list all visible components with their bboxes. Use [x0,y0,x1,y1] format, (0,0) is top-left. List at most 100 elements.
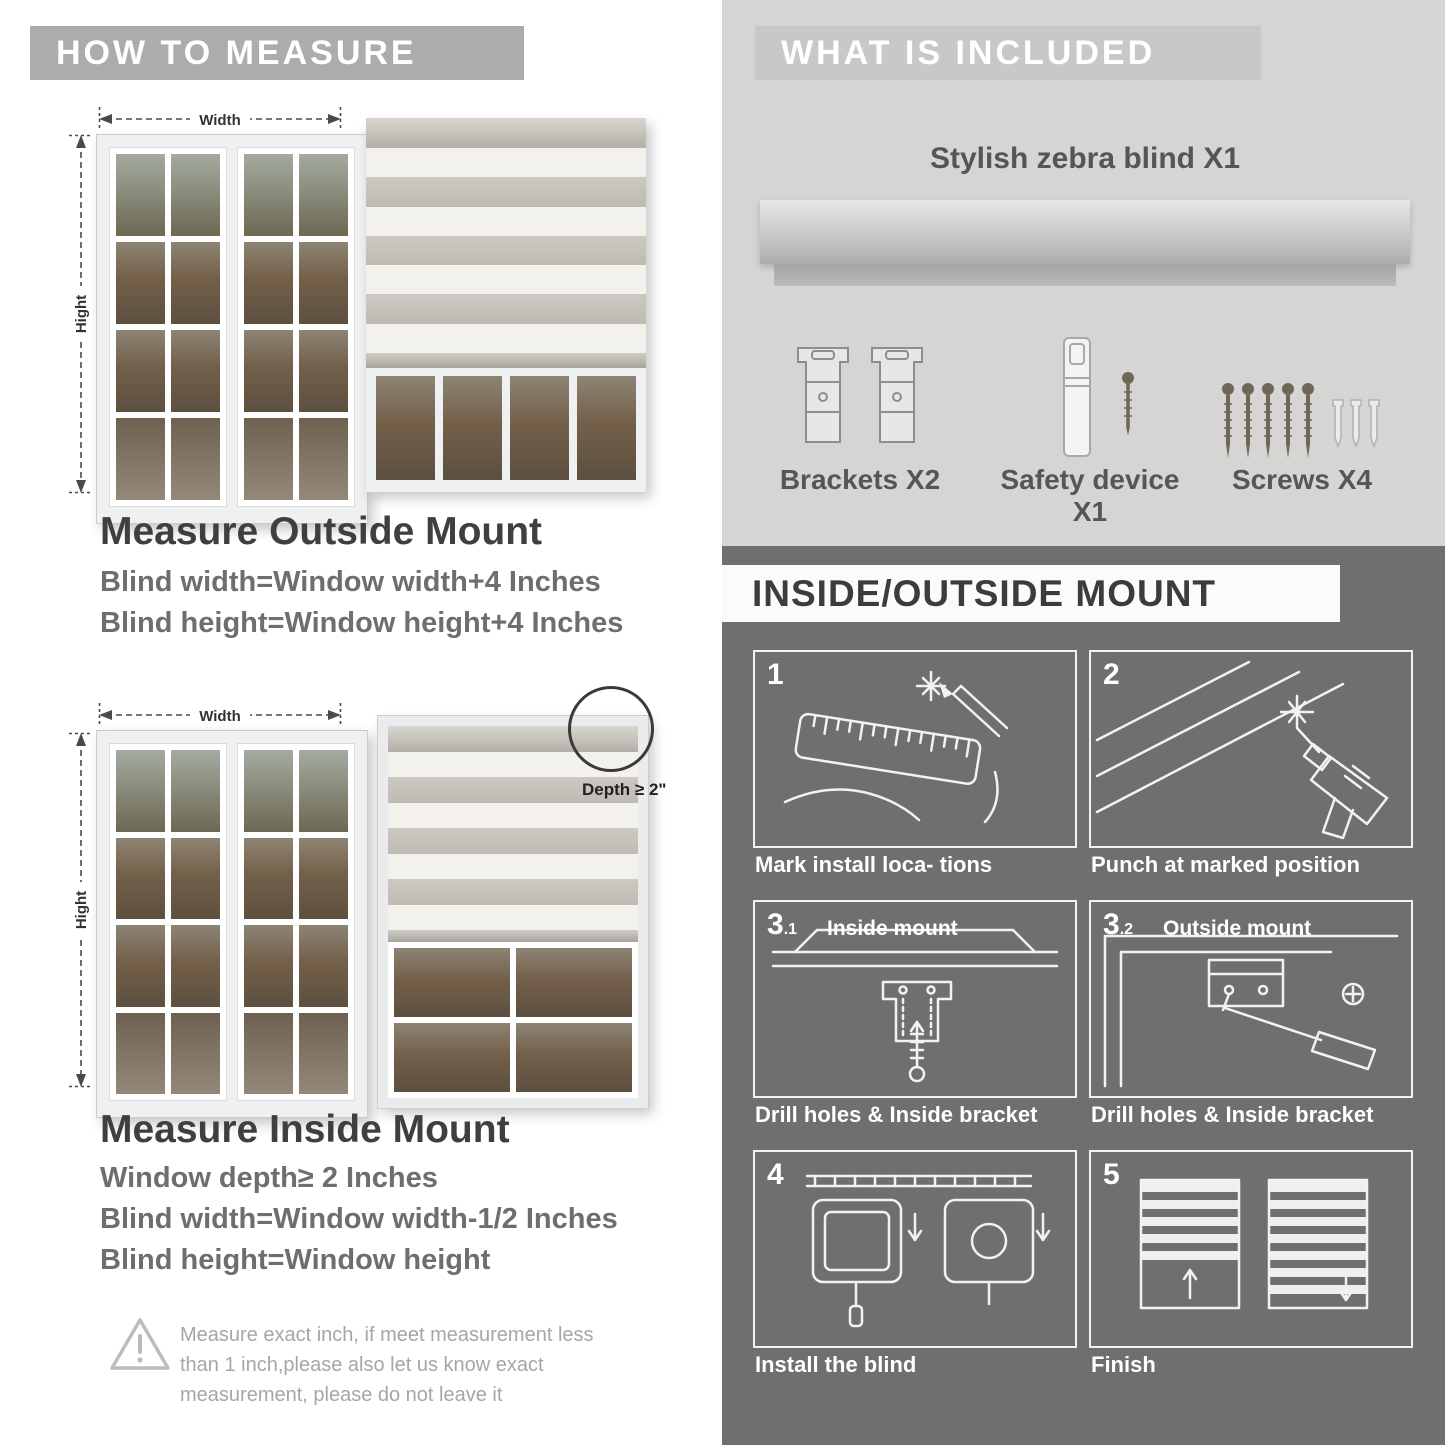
headrail-lip [774,264,1396,286]
bracket-icon [797,347,849,443]
inside-bracket-illustration [771,928,1059,1083]
window-pane [244,330,293,412]
small-screw-icon [1122,372,1134,436]
blind-stripe-sheer [366,148,646,178]
window-pane [171,750,220,832]
finish-illustration [1139,1178,1369,1310]
step-panel-3-2: 3.2 Outside mount [1089,900,1413,1098]
window-pane [394,1023,510,1092]
window-pane [244,925,293,1007]
step-caption-1: Mark install loca- tions [755,852,993,877]
measurement-warning-text: Measure exact inch, if meet measurement … [180,1324,594,1406]
window-pane [299,242,348,324]
window-bottom-strip [366,368,646,492]
window-pane [244,1012,293,1094]
window-pane [299,1012,348,1094]
step-title-outside-mount: Outside mount [1163,917,1312,940]
step-number: 3.2 [1103,908,1134,941]
drill-illustration [1095,660,1389,840]
step-number: 2 [1103,658,1120,691]
window-pane [116,242,165,324]
window-pane [376,376,435,480]
window-pane [244,242,293,324]
blind-bottomrail [366,353,646,368]
inside-formula-depth: Window depth≥ 2 Inches [100,1162,438,1194]
window-pane [116,925,165,1007]
window-pane [244,418,293,500]
step-caption-4: Install the blind [755,1352,917,1377]
inside-mount-title: Measure Inside Mount [100,1108,510,1151]
blind-headrail [366,118,646,148]
depth-detail-circle [568,686,654,772]
product-label: Stylish zebra blind X1 [929,142,1241,175]
safety-device-icon [1063,337,1134,457]
window-pane [171,418,220,500]
step-panel-5: 5 [1089,1150,1413,1348]
arrow-left-head [99,114,112,124]
blind-stripe-sheer [388,904,638,930]
step-number: 5 [1103,1158,1120,1191]
screws-label: Screws X4 [1231,464,1373,495]
step-number: 3.1 [767,908,798,941]
window-pane [299,418,348,500]
blind-stripe-sheer [366,206,646,236]
blind-stripe-sheer [388,802,638,829]
how-to-measure-header-bar: HOW TO MEASURE [30,26,524,80]
window-pane [116,418,165,500]
window-pane [171,837,220,919]
headrail-main [760,200,1410,264]
width-arrow-inside: Width [98,703,342,727]
height-label-inside: Hight [73,891,90,929]
blind-stripe-solid [366,294,646,324]
step-caption-2: Punch at marked position [1091,852,1360,877]
outside-bracket-illustration [1103,934,1399,1088]
window-pane [577,376,636,480]
blind-stripe-sheer [388,853,638,880]
step-panel-3-1: 3.1 Inside mount [753,900,1077,1098]
height-arrow-inside: Hight [69,732,93,1088]
how-to-measure-title: HOW TO MEASURE [56,33,417,72]
arrow-down-head [76,1074,86,1087]
width-label-outside: Width [199,112,241,129]
step-panel-2: 2 [1089,650,1413,848]
window-pane [516,1023,632,1092]
window-pane [116,330,165,412]
blind-stripe-sheer [366,265,646,295]
window-sash [237,147,355,507]
step-caption-3-1: Drill holes & Inside bracket [755,1102,1038,1127]
outside-formula-width: Blind width=Window width+4 Inches [100,566,601,598]
window-pane [299,837,348,919]
step-number: 4 [767,1158,784,1191]
arrow-up-head [76,733,86,746]
window-illustration-inside [96,730,368,1118]
window-pane [116,750,165,832]
outside-formula-height: Blind height=Window height+4 Inches [100,607,624,639]
step-caption-3-2: Drill holes & Inside bracket [1091,1102,1374,1127]
mount-title: INSIDE/OUTSIDE MOUNT [752,572,1217,614]
mount-header-bar: INSIDE/OUTSIDE MOUNT [722,565,1340,622]
window-pane [510,376,569,480]
safety-device-label: Safety device X1 [1000,464,1180,527]
window-pane [116,837,165,919]
mark-location-illustration [783,670,1009,824]
window-pane [299,154,348,236]
window-pane [171,925,220,1007]
arrow-up-head [76,135,86,148]
what-is-included-title: WHAT IS INCLUDED [781,33,1156,72]
arrow-right-head [328,114,341,124]
zebra-blind-inside-illustration [377,715,649,1109]
depth-label: Depth ≥ 2" [582,780,667,799]
window-pane [244,837,293,919]
window-pane [171,154,220,236]
blind-stripe-solid [388,879,638,905]
window-illustration-outside [96,134,368,524]
window-pane [299,925,348,1007]
screws-icon [1220,381,1380,460]
step-caption-5: Finish [1091,1352,1156,1377]
window-pane [116,154,165,236]
included-headrail-graphic [760,200,1410,288]
step-panel-1: 1 [753,650,1077,848]
blind-bottomrail [388,930,638,942]
arrow-down-head [76,480,86,493]
